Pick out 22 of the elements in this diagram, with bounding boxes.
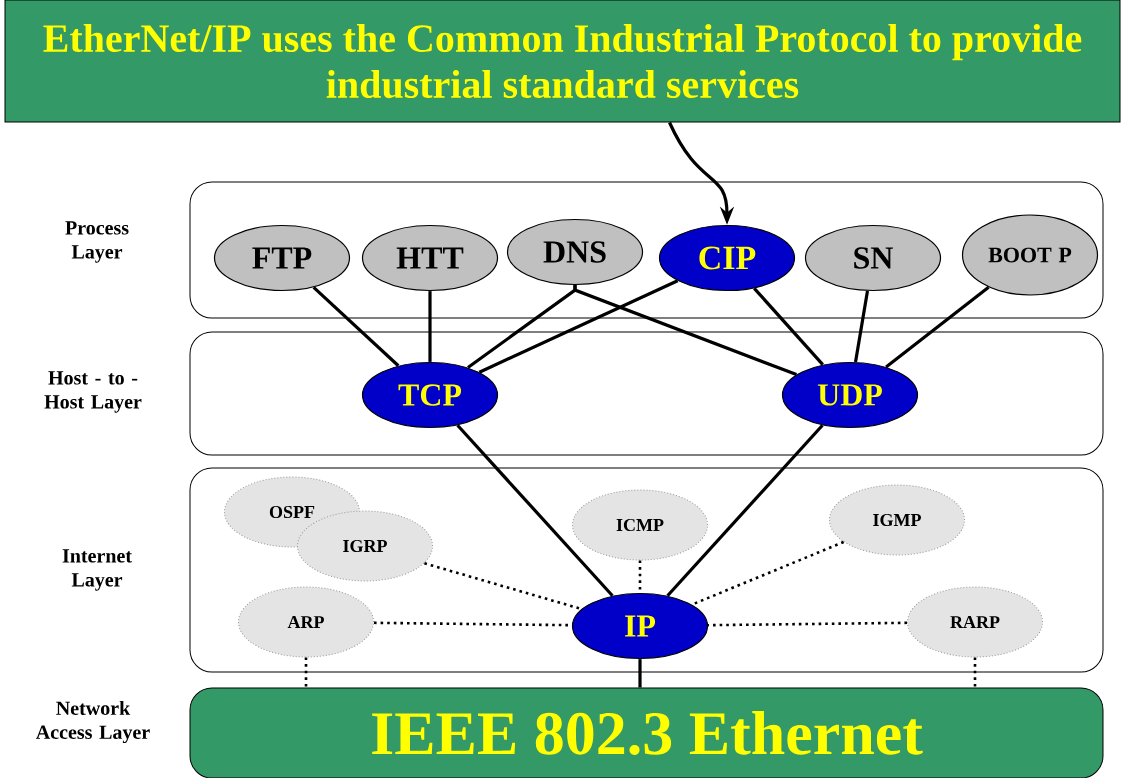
layer-label: Process Layer bbox=[65, 221, 129, 263]
connector-line bbox=[638, 659, 642, 688]
layer-label: Host - to - Host Layer bbox=[44, 371, 142, 413]
dotted-connector bbox=[973, 657, 977, 688]
connector-line bbox=[456, 424, 614, 597]
dotted-connector bbox=[691, 540, 845, 606]
connector-line bbox=[428, 291, 432, 362]
connector-line bbox=[312, 286, 400, 367]
layer-label: Internet Layer bbox=[62, 549, 132, 591]
dotted-connector bbox=[638, 560, 642, 593]
layer-label: Network Access Layer bbox=[36, 700, 150, 744]
connector-line bbox=[666, 424, 824, 597]
layer-band: IEEE 802.3 Ethernet bbox=[189, 687, 1104, 778]
connector-line bbox=[853, 290, 870, 363]
connector-line bbox=[573, 285, 797, 377]
dotted-connector bbox=[708, 621, 908, 627]
dotted-connector bbox=[424, 562, 582, 611]
title-banner: EtherNet/IP uses the Common Industrial Protocol to provide industrial standard services bbox=[4, 0, 1121, 123]
connector-line bbox=[478, 279, 679, 374]
connector-line bbox=[885, 285, 990, 369]
dotted-connector bbox=[304, 657, 308, 688]
connector-line bbox=[753, 287, 824, 366]
